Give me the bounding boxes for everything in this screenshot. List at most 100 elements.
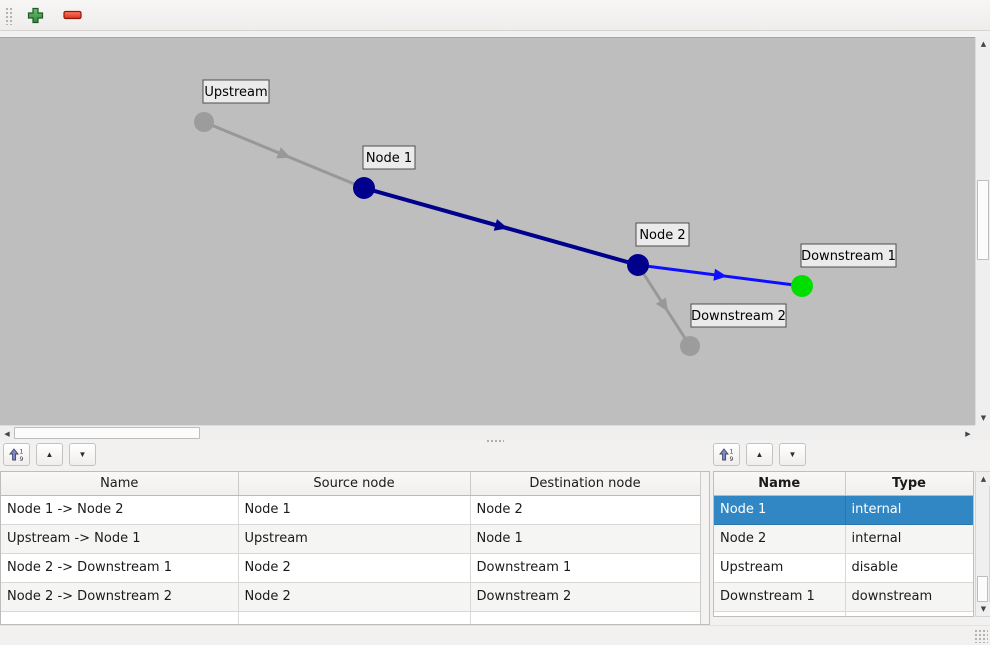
svg-text:1: 1 xyxy=(19,448,23,455)
node-downstream-1[interactable] xyxy=(791,275,813,297)
svg-text:Upstream: Upstream xyxy=(204,85,267,100)
node-label-node-2[interactable]: Node 2 xyxy=(635,222,690,247)
cell[interactable]: Upstream xyxy=(238,524,471,554)
remove-button[interactable] xyxy=(58,7,87,23)
cell[interactable]: internal xyxy=(845,495,973,525)
svg-text:Node 2: Node 2 xyxy=(639,228,685,243)
svg-text:9: 9 xyxy=(729,456,733,463)
window-resize-grip[interactable] xyxy=(974,629,988,643)
cell[interactable]: Node 1 xyxy=(238,495,471,525)
scroll-left-button[interactable]: ◀ xyxy=(0,426,14,441)
cell[interactable]: Node 2 xyxy=(238,553,471,583)
svg-text:1: 1 xyxy=(729,448,733,455)
cell[interactable]: Node 2 xyxy=(470,495,701,525)
cell[interactable]: Node 1 xyxy=(714,495,846,525)
nodes-move-down-button[interactable]: ▼ xyxy=(779,443,806,466)
empty-row xyxy=(1,611,701,624)
edge-arrow-icon xyxy=(493,219,508,231)
cell[interactable]: Node 1 -> Node 2 xyxy=(1,495,239,525)
edges-move-up-button[interactable]: ▲ xyxy=(36,443,63,466)
up-arrow-icon: ▲ xyxy=(45,450,54,459)
canvas-vertical-scrollbar[interactable]: ▲ ▼ xyxy=(975,37,990,425)
cell[interactable]: Downstream 1 xyxy=(470,553,701,583)
vertical-scrollbar-thumb[interactable] xyxy=(977,576,988,602)
edges-move-down-button[interactable]: ▼ xyxy=(69,443,96,466)
main-toolbar xyxy=(0,0,990,31)
node-label-downstream-2[interactable]: Downstream 2 xyxy=(690,303,787,328)
down-arrow-icon: ▼ xyxy=(788,450,797,459)
empty-cell xyxy=(1,611,239,624)
status-bar xyxy=(0,625,990,645)
empty-row xyxy=(714,611,973,616)
cell[interactable]: Node 2 xyxy=(714,524,846,554)
horizontal-splitter-grip[interactable] xyxy=(486,439,504,444)
scroll-down-button[interactable]: ▼ xyxy=(976,602,990,616)
edges-table-scrollbar-strip xyxy=(700,472,709,624)
node-node-2[interactable] xyxy=(627,254,649,276)
canvas-horizontal-scrollbar[interactable]: ◀ ▶ xyxy=(0,425,975,441)
empty-cell xyxy=(714,611,846,616)
node-label-node-1[interactable]: Node 1 xyxy=(362,145,416,170)
node-label-upstream[interactable]: Upstream xyxy=(202,79,270,104)
cell[interactable]: Upstream xyxy=(714,553,846,583)
edges-sort-button[interactable]: 1 9 xyxy=(3,443,30,466)
add-button[interactable] xyxy=(22,5,49,26)
empty-cell xyxy=(845,611,973,616)
vertical-scrollbar-thumb[interactable] xyxy=(977,180,989,260)
up-arrow-icon: ▲ xyxy=(755,450,764,459)
cell[interactable]: downstream xyxy=(845,582,973,612)
edge-arrow-icon xyxy=(276,147,291,159)
scroll-up-button[interactable]: ▲ xyxy=(976,37,990,51)
nodes-table-vertical-scrollbar[interactable]: ▲ ▼ xyxy=(975,471,990,617)
edge-arrow-icon xyxy=(655,297,668,312)
cell[interactable]: Upstream -> Node 1 xyxy=(1,524,239,554)
horizontal-scrollbar-thumb[interactable] xyxy=(14,427,200,439)
sort-ascending-icon: 1 9 xyxy=(718,448,733,463)
cell[interactable]: Downstream 1 xyxy=(714,582,846,612)
nodes-sort-button[interactable]: 1 9 xyxy=(713,443,740,466)
plus-icon xyxy=(27,7,44,23)
cell[interactable]: Node 1 xyxy=(470,524,701,554)
node-downstream-2[interactable] xyxy=(680,336,700,356)
svg-text:Downstream 2: Downstream 2 xyxy=(691,309,786,324)
cell[interactable]: disable xyxy=(845,553,973,583)
column-header-name[interactable]: Name xyxy=(714,472,846,496)
column-header-destination-node[interactable]: Destination node xyxy=(470,472,701,496)
scroll-right-button[interactable]: ▶ xyxy=(961,426,975,441)
column-header-source-node[interactable]: Source node xyxy=(238,472,471,496)
cell[interactable]: Node 2 -> Downstream 2 xyxy=(1,582,239,612)
empty-cell xyxy=(470,611,701,624)
cell[interactable]: Downstream 2 xyxy=(470,582,701,612)
nodes-move-up-button[interactable]: ▲ xyxy=(746,443,773,466)
scroll-up-button[interactable]: ▲ xyxy=(976,472,990,486)
cell[interactable]: Node 2 -> Downstream 1 xyxy=(1,553,239,583)
scroll-down-button[interactable]: ▼ xyxy=(976,411,990,425)
cell[interactable]: internal xyxy=(845,524,973,554)
svg-text:Downstream 1: Downstream 1 xyxy=(801,249,896,264)
node-node-1[interactable] xyxy=(353,177,375,199)
empty-cell xyxy=(238,611,471,624)
node-upstream[interactable] xyxy=(194,112,214,132)
toolbar-drag-handle[interactable] xyxy=(4,5,13,25)
cell[interactable]: Node 2 xyxy=(238,582,471,612)
node-label-downstream-1[interactable]: Downstream 1 xyxy=(800,243,897,268)
column-header-type[interactable]: Type xyxy=(845,472,973,496)
sort-ascending-icon: 1 9 xyxy=(8,448,23,463)
column-header-name[interactable]: Name xyxy=(1,472,239,496)
